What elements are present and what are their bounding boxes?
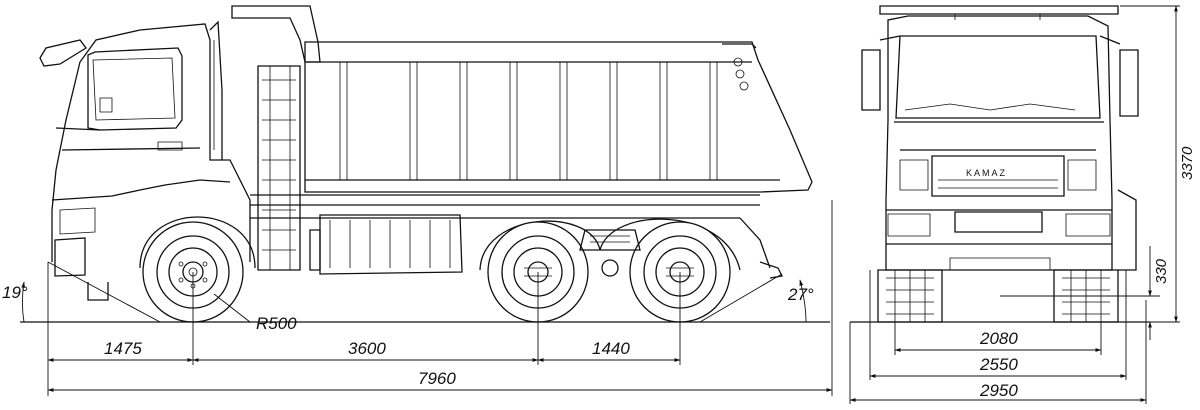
chassis-frame (250, 194, 760, 219)
truck-cab (39, 20, 251, 301)
cab-ladder (257, 65, 301, 271)
dump-body (231, 5, 813, 193)
overall-length-label: 7960 (418, 369, 456, 388)
departure-angle-label: 27° (787, 285, 814, 304)
clearance-dimension: 330 (1000, 246, 1170, 340)
axle-spacing-label: 1440 (592, 339, 630, 358)
dimension-row-axles: 1475 3600 1440 (47, 339, 681, 362)
wheel-radius-label: R500 (256, 314, 297, 333)
overall-height-label: 3370 (1179, 146, 1196, 180)
cab-window (87, 47, 183, 131)
front-brand-label: KAMAZ (966, 168, 1007, 178)
front-overhang-label: 1475 (104, 339, 142, 358)
approach-angle: 19° (2, 261, 161, 323)
track-width-label: 2080 (979, 329, 1018, 348)
mirror (39, 39, 87, 67)
dimension-row-length: 7960 (47, 369, 833, 392)
suspension (579, 229, 641, 277)
right-headlight (1065, 213, 1111, 237)
width-dimensions: 2080 2550 2950 (849, 329, 1147, 402)
front-mirrors (861, 35, 1139, 271)
side-view: 19° 27° R500 1475 3600 1440 (2, 5, 833, 396)
front-wheel (139, 216, 256, 323)
overall-width-label: 2950 (979, 381, 1018, 400)
wheelbase-label: 3600 (348, 339, 386, 358)
front-cab: KAMAZ (885, 15, 1113, 271)
left-headlight (887, 213, 931, 237)
body-width-label: 2550 (979, 355, 1018, 374)
approach-angle-label: 19° (2, 283, 28, 302)
departure-angle: 27° (699, 273, 814, 323)
wheel-radius-callout: R500 (213, 293, 300, 333)
ground-clearance-label: 330 (1153, 258, 1170, 284)
dump-body-top (879, 5, 1119, 15)
cab-protector (231, 5, 321, 63)
height-dimension: 3370 (1120, 5, 1196, 323)
windshield (895, 35, 1101, 119)
front-view: KAMAZ (849, 5, 1196, 404)
fuel-tank (309, 214, 463, 275)
grille (931, 155, 1065, 197)
